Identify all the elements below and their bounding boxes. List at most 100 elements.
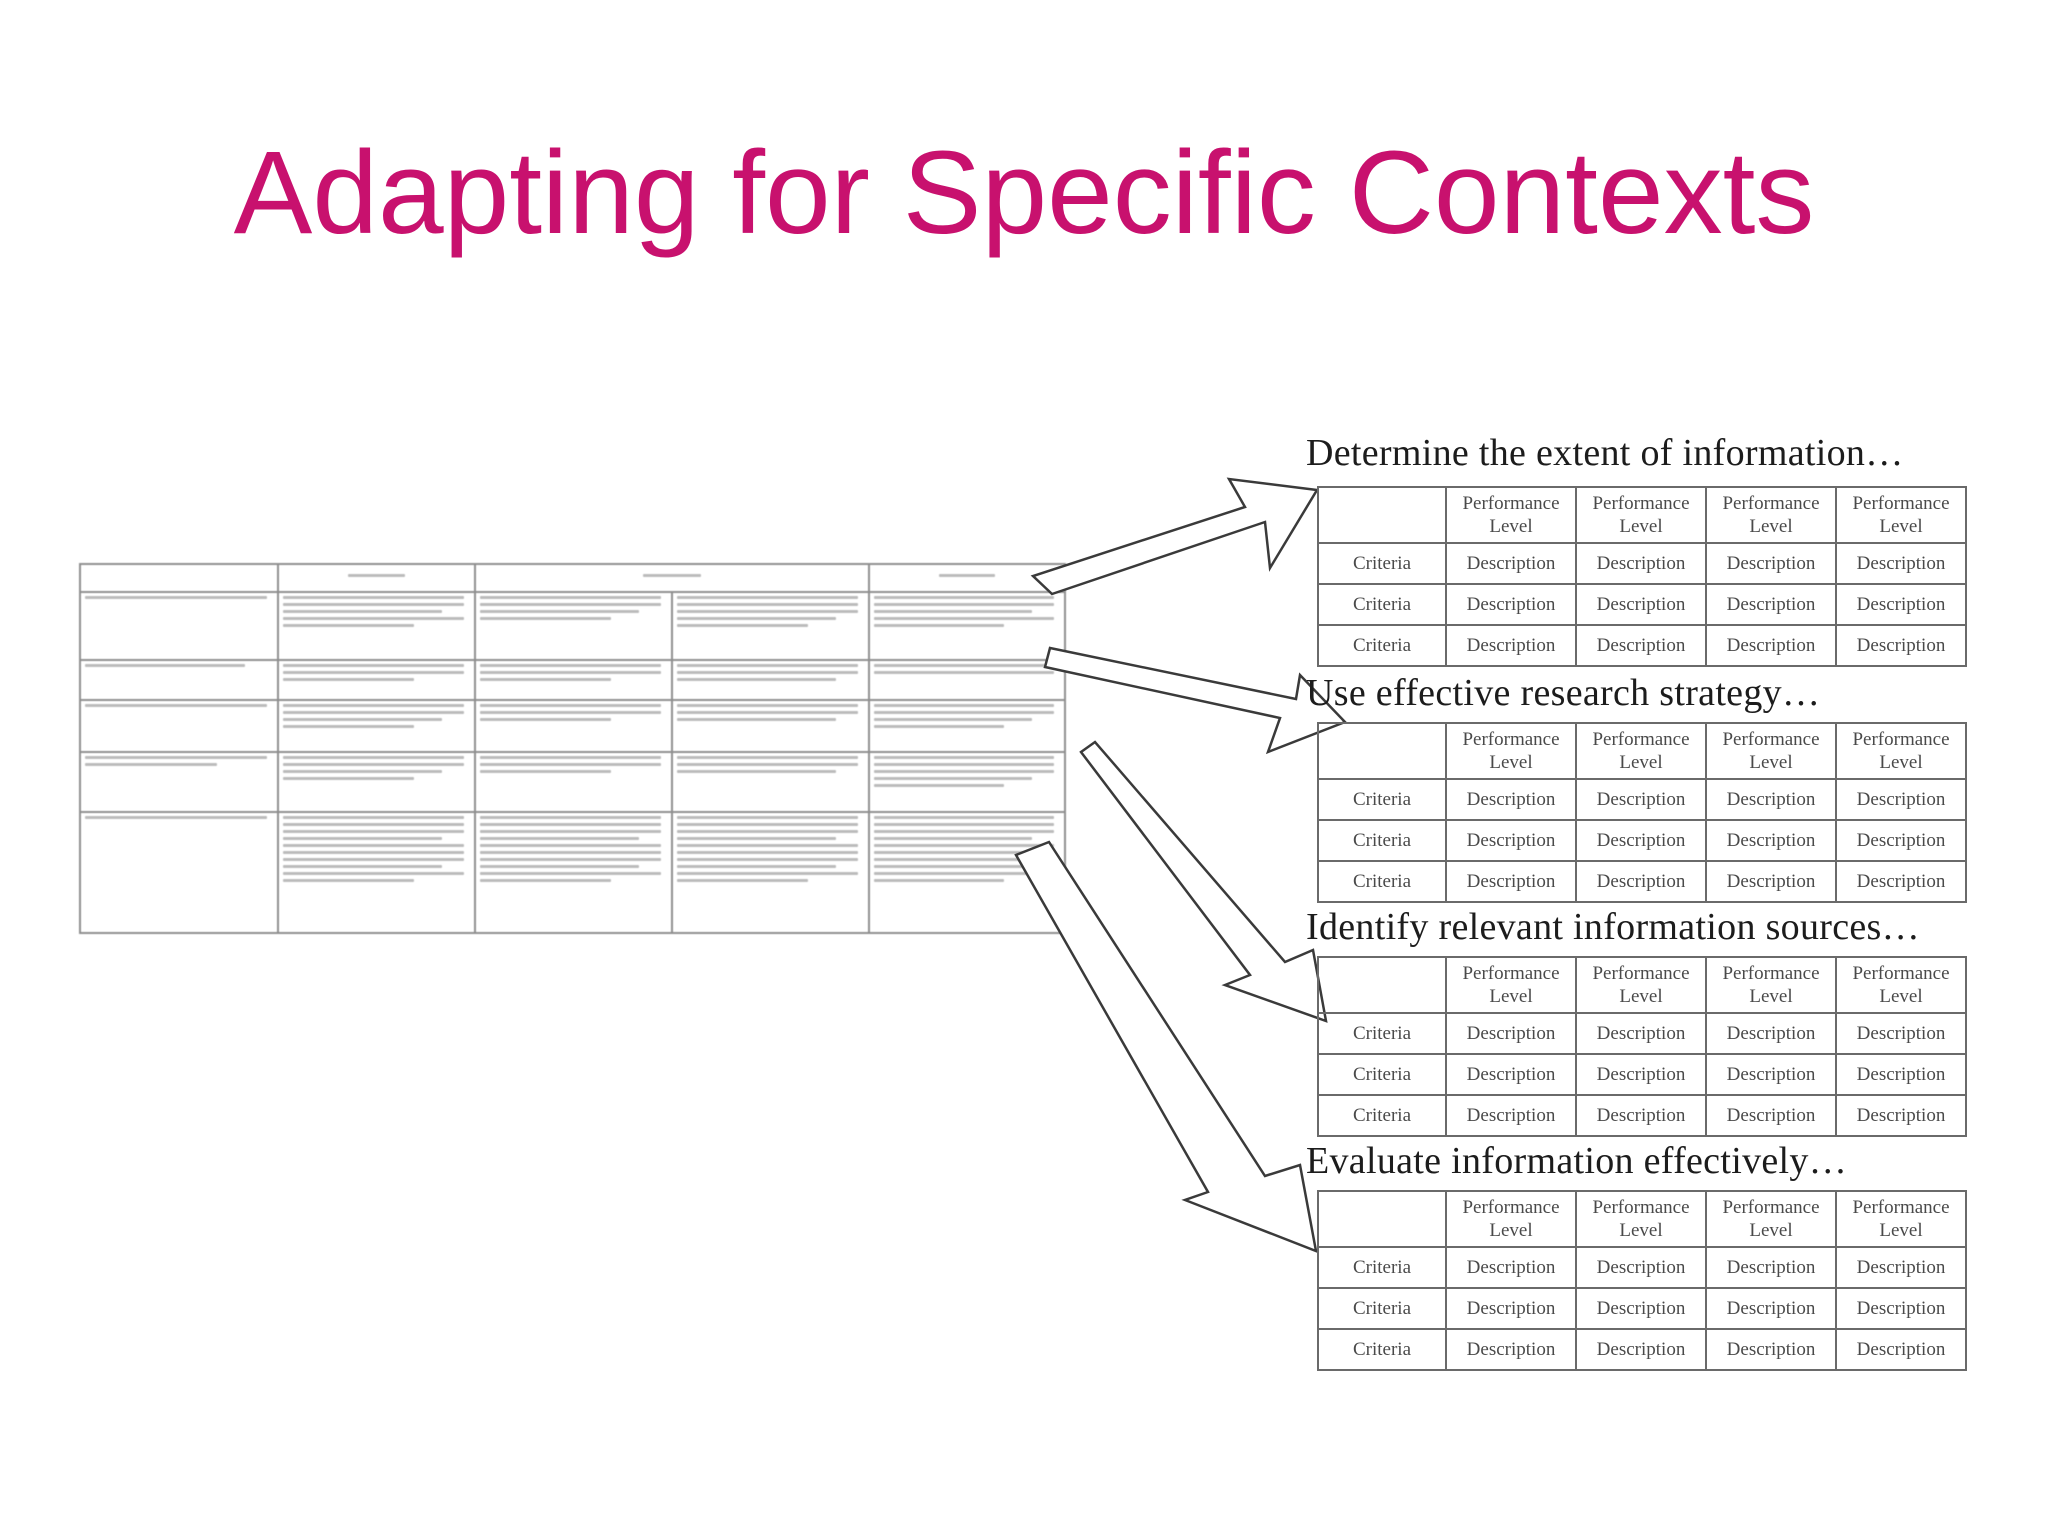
description-cell: Description: [1835, 542, 1967, 585]
criteria-cell: Criteria: [1317, 819, 1447, 862]
criteria-cell: Criteria: [1317, 1246, 1447, 1289]
description-cell: Description: [1575, 1012, 1707, 1055]
description-cell: Description: [1445, 819, 1577, 862]
description-cell: Description: [1575, 1287, 1707, 1330]
description-cell: Description: [1445, 860, 1577, 903]
description-cell: Description: [1705, 1012, 1837, 1055]
criteria-cell: Criteria: [1317, 1012, 1447, 1055]
table-row: Criteria Description Description Descrip…: [1317, 1053, 1967, 1096]
table-row: Criteria Description Description Descrip…: [1317, 624, 1967, 667]
criteria-cell: Criteria: [1317, 542, 1447, 585]
description-cell: Description: [1835, 583, 1967, 626]
description-cell: Description: [1445, 1287, 1577, 1330]
description-cell: Description: [1835, 1053, 1967, 1096]
description-cell: Description: [1835, 1287, 1967, 1330]
table-row: Criteria Description Description Descrip…: [1317, 819, 1967, 862]
block-title-research-strategy: Use effective research strategy…: [1306, 672, 1821, 714]
description-cell: Description: [1575, 1246, 1707, 1289]
block-title-evaluate-information: Evaluate information effectively…: [1306, 1140, 1847, 1182]
arrow-to-information-sources: [1079, 740, 1328, 1023]
description-cell: Description: [1705, 542, 1837, 585]
description-cell: Description: [1575, 542, 1707, 585]
table-row: Criteria Description Description Descrip…: [1317, 778, 1967, 821]
description-cell: Description: [1575, 1094, 1707, 1137]
description-cell: Description: [1575, 1053, 1707, 1096]
arrow-to-research-strategy: [1043, 646, 1348, 755]
rubric-row: [79, 591, 1066, 661]
criteria-cell: Criteria: [1317, 624, 1447, 667]
arrow-to-determine-extent: [1030, 477, 1320, 596]
description-cell: Description: [1705, 1328, 1837, 1371]
block-title-information-sources: Identify relevant information sources…: [1306, 906, 1920, 948]
corner-cell: [1317, 956, 1447, 1014]
rubric-row: [79, 811, 1066, 934]
table-row: Criteria Description Description Descrip…: [1317, 860, 1967, 903]
full-rubric-thumbnail: [79, 563, 1066, 934]
slide-title: Adapting for Specific Contexts: [233, 127, 1815, 259]
criteria-cell: Criteria: [1317, 1287, 1447, 1330]
description-cell: Description: [1445, 1246, 1577, 1289]
description-cell: Description: [1445, 778, 1577, 821]
description-cell: Description: [1445, 583, 1577, 626]
description-cell: Description: [1705, 583, 1837, 626]
description-cell: Description: [1705, 1287, 1837, 1330]
criteria-cell: Criteria: [1317, 1328, 1447, 1371]
description-cell: Description: [1705, 860, 1837, 903]
description-cell: Description: [1705, 819, 1837, 862]
description-cell: Description: [1705, 1094, 1837, 1137]
table-row: Criteria Description Description Descrip…: [1317, 1012, 1967, 1055]
description-cell: Description: [1835, 1094, 1967, 1137]
criteria-cell: Criteria: [1317, 583, 1447, 626]
criteria-cell: Criteria: [1317, 860, 1447, 903]
criteria-cell: Criteria: [1317, 778, 1447, 821]
rubric-row: [79, 659, 1066, 701]
table-row: Criteria Description Description Descrip…: [1317, 1246, 1967, 1289]
criteria-cell: Criteria: [1317, 1053, 1447, 1096]
description-cell: Description: [1835, 1328, 1967, 1371]
table-row: Criteria Description Description Descrip…: [1317, 542, 1967, 585]
description-cell: Description: [1705, 778, 1837, 821]
description-cell: Description: [1705, 624, 1837, 667]
table-row: Criteria Description Description Descrip…: [1317, 583, 1967, 626]
corner-cell: [1317, 486, 1447, 544]
table-row: Criteria Description Description Descrip…: [1317, 1287, 1967, 1330]
description-cell: Description: [1835, 860, 1967, 903]
block-title-determine-extent: Determine the extent of information…: [1306, 432, 1904, 474]
description-cell: Description: [1835, 1012, 1967, 1055]
description-cell: Description: [1575, 583, 1707, 626]
criteria-cell: Criteria: [1317, 1094, 1447, 1137]
description-cell: Description: [1575, 860, 1707, 903]
rubric-row: [79, 699, 1066, 753]
description-cell: Description: [1575, 778, 1707, 821]
rubric-row: [79, 751, 1066, 813]
table-row: Criteria Description Description Descrip…: [1317, 1094, 1967, 1137]
description-cell: Description: [1835, 819, 1967, 862]
description-cell: Description: [1575, 1328, 1707, 1371]
description-cell: Description: [1575, 819, 1707, 862]
description-cell: Description: [1445, 542, 1577, 585]
description-cell: Description: [1705, 1246, 1837, 1289]
description-cell: Description: [1575, 624, 1707, 667]
description-cell: Description: [1445, 1094, 1577, 1137]
description-cell: Description: [1835, 778, 1967, 821]
description-cell: Description: [1445, 624, 1577, 667]
